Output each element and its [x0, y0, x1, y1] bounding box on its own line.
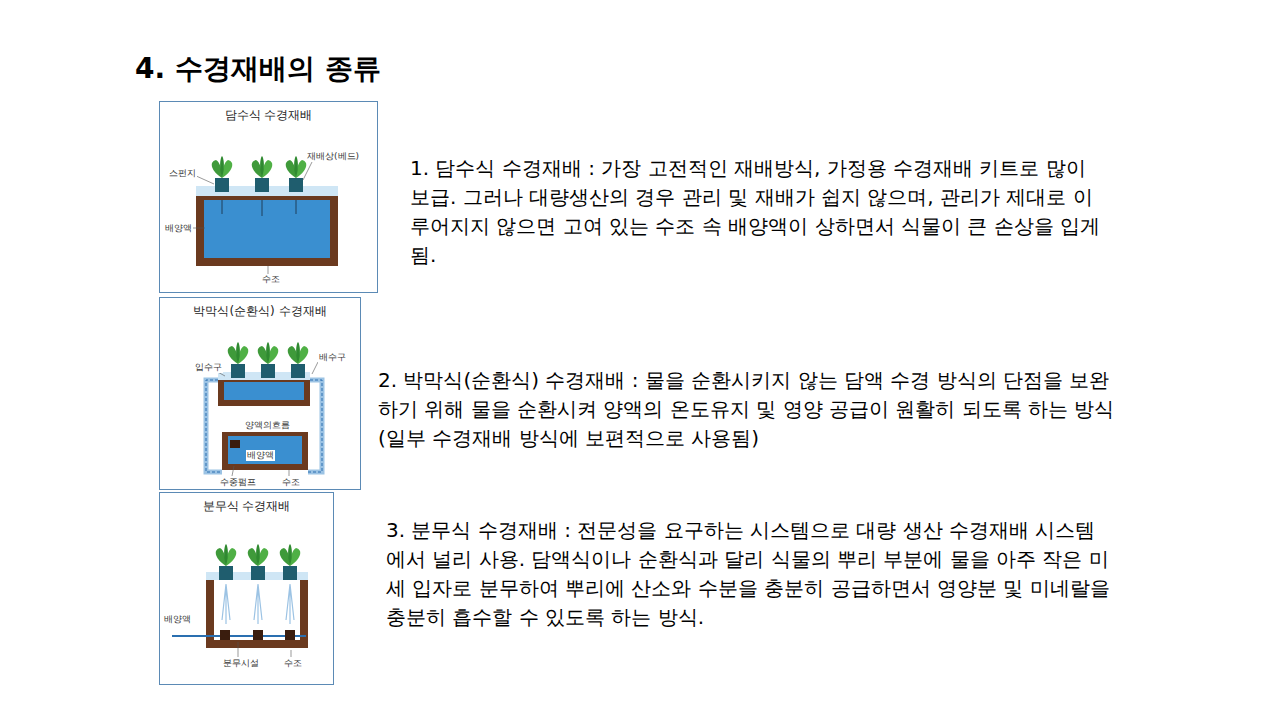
part-label: 분무시설 — [222, 658, 260, 669]
circulating-illustration — [206, 342, 322, 476]
part-label: 양액의흐름 — [244, 420, 291, 431]
part-label: 스펀지 — [168, 168, 197, 179]
frame-heading: 박막식(순환식) 수경재배 — [160, 303, 360, 320]
part-label: 재배상(베드) — [306, 151, 360, 162]
part-label: 배양액 — [246, 450, 275, 461]
part-label: 수조 — [283, 658, 303, 669]
illustration-frame: 분무식 수경재배 — [159, 492, 334, 685]
part-label: 수중펌프 — [219, 477, 257, 488]
aeroponic-illustration — [172, 544, 308, 657]
description-text: 3. 분무식 수경재배 : 전문성을 요구하는 시스템으로 대량 생산 수경재배… — [386, 516, 1111, 632]
part-label: 배양액 — [163, 614, 192, 625]
frame-heading: 분무식 수경재배 — [160, 498, 333, 515]
part-label: 수조 — [281, 477, 301, 488]
part-label: 수조 — [261, 274, 281, 285]
deep-water-illustration — [184, 156, 338, 274]
part-label: 입수구 — [194, 362, 223, 373]
description-text: 2. 박막식(순환식) 수경재배 : 물을 순환시키지 않는 담액 수경 방식의… — [378, 366, 1123, 453]
part-label: 배수구 — [318, 352, 347, 363]
slide-title: 4. 수경재배의 종류 — [135, 50, 381, 88]
part-label: 배양액 — [164, 223, 193, 234]
description-text: 1. 담수식 수경재배 : 가장 고전적인 재배방식, 가정용 수경재배 키트로… — [410, 154, 1110, 270]
illustration-frame: 담수식 수경재배 — [159, 101, 378, 293]
illustration-frame: 박막식(순환식) 수경재배 — [159, 297, 361, 490]
frame-heading: 담수식 수경재배 — [160, 107, 377, 124]
